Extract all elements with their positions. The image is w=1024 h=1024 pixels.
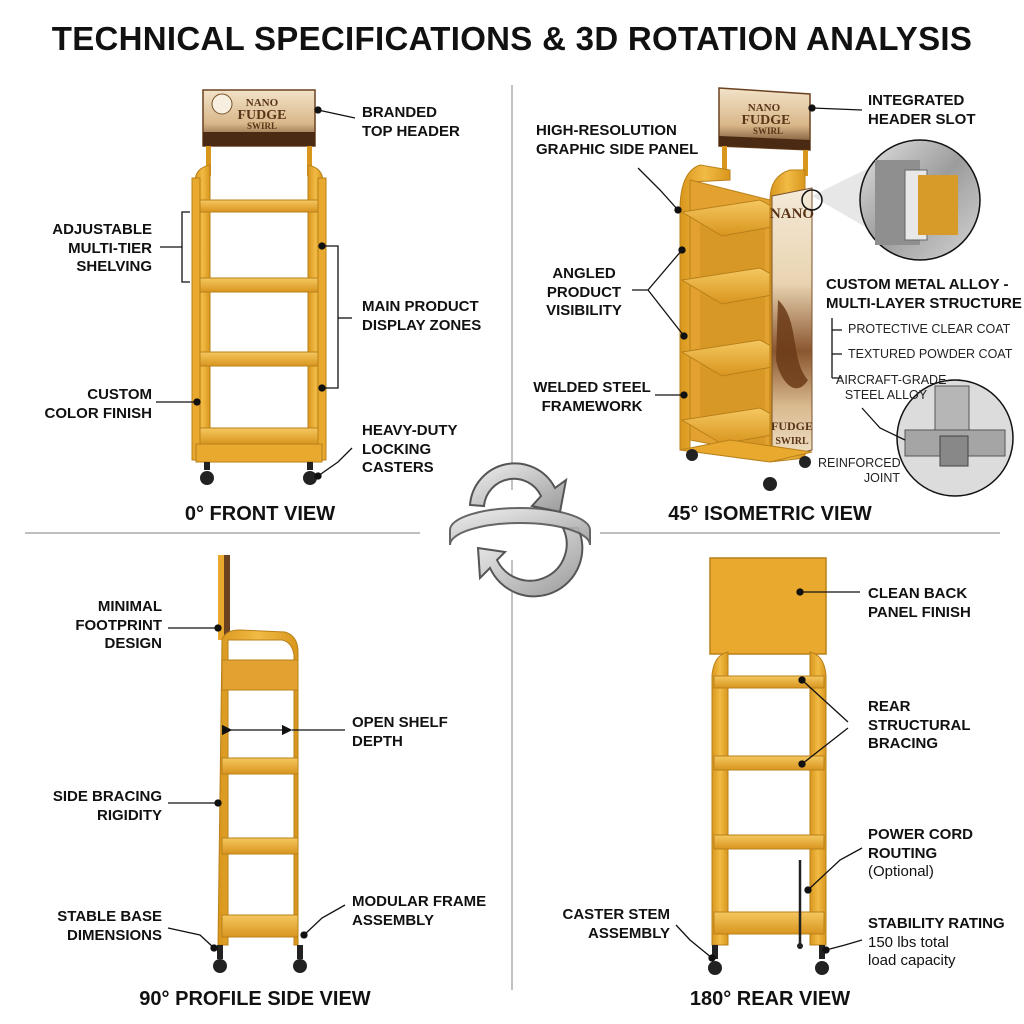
svg-text:SWIRL: SWIRL [753,126,783,136]
iso-view-leaders [632,104,906,441]
layer-clear-coat: PROTECTIVE CLEAR COAT [848,322,1011,336]
caption-iso-view: 45° ISOMETRIC VIEW [668,503,872,525]
side-view-rack [213,555,307,973]
iso-view-rack: NANO FUDGE SWIRL NANO FUDGE SWIRL [679,87,814,491]
svg-text:SWIRL: SWIRL [247,121,277,131]
svg-text:NANO: NANO [246,97,279,109]
svg-text:FUDGE: FUDGE [238,108,287,123]
front-view-leaders [156,106,356,480]
layer-powder-coat: TEXTURED POWDER COAT [848,347,1013,361]
label-stability-rating: STABILITY RATING 150 lbs total load capa… [868,915,1005,969]
caption-front-view: 0° FRONT VIEW [184,503,336,525]
side-view-leaders [167,624,346,952]
quadrant-dividers [25,85,1000,990]
caption-side-view: 90° PROFILE SIDE VIEW [139,988,371,1010]
caption-rear-view: 180° REAR VIEW [689,988,851,1010]
rotation-icon [449,462,591,598]
svg-text:SWIRL: SWIRL [775,436,809,447]
svg-text:NANO: NANO [748,102,781,114]
front-view-rack: NANO FUDGE SWIRL [191,89,327,485]
svg-text:FUDGE: FUDGE [742,113,791,128]
header-slot-zoom [801,139,981,261]
reinforced-joint-zoom [896,379,1014,497]
page-title: TECHNICAL SPECIFICATIONS & 3D ROTATION A… [51,20,973,57]
label-metal-alloy: CUSTOM METAL ALLOY -MULTI-LAYER STRUCTUR… [826,276,1022,312]
rear-view-leaders [675,588,863,962]
rear-view-rack [708,557,829,975]
svg-text:FUDGE: FUDGE [771,419,813,433]
svg-text:NANO: NANO [770,206,814,222]
